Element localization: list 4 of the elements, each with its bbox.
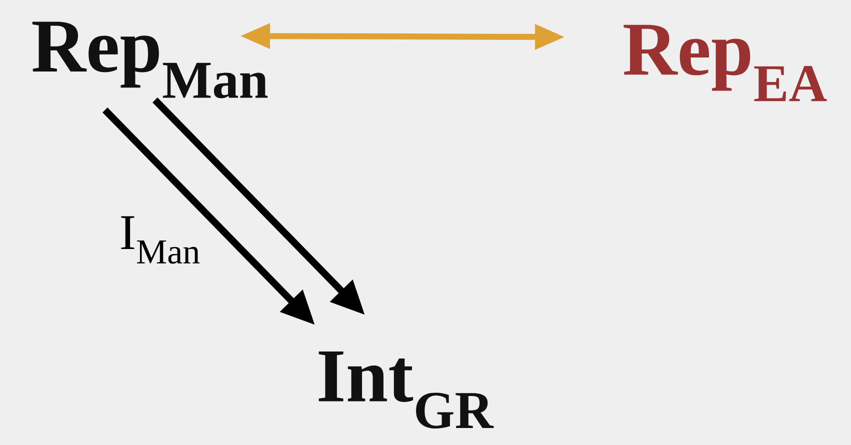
term-label: Rep$_{Man}$ <box>32 22 268 98</box>
term-label: Rep$_{EA}$ <box>624 24 827 102</box>
term-label: Int$_{GR}$ <box>318 352 494 428</box>
edge-label: I$_{Man}$ <box>121 216 200 264</box>
